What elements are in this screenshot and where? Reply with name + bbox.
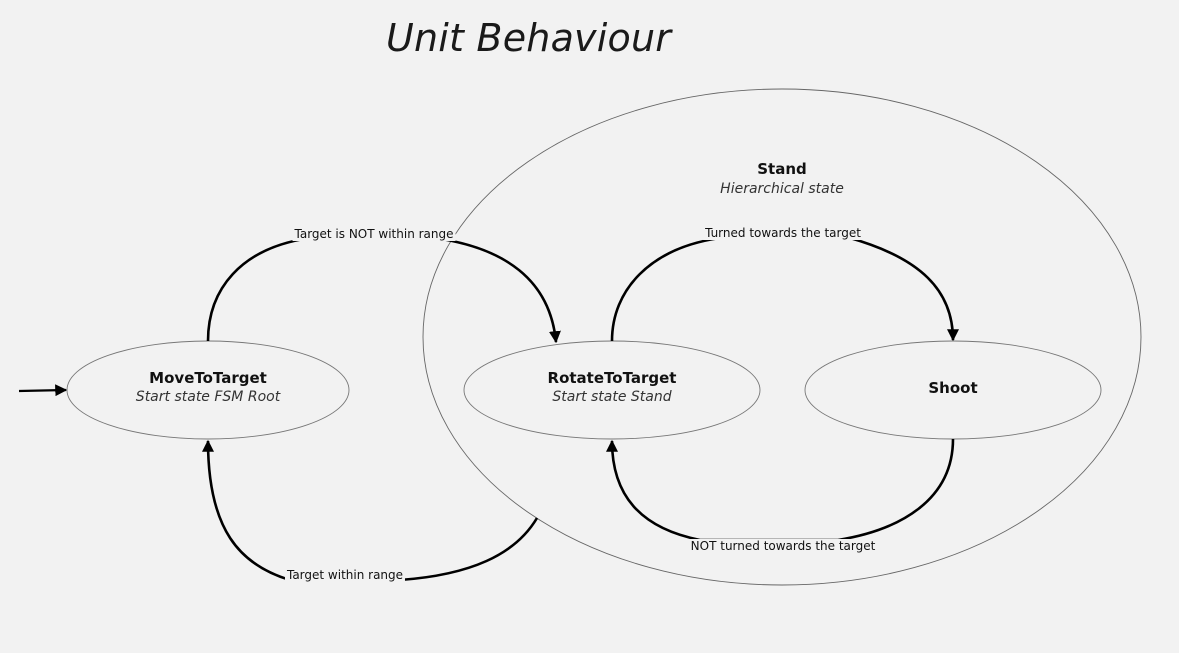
rotate-to-target-state-name: RotateToTarget xyxy=(547,369,677,387)
transition-move-to-rotate-label: Target is NOT within range xyxy=(292,227,456,241)
transition-stand-to-move-label: Target within range xyxy=(284,568,406,582)
transition-shoot-to-rotate-arrow[interactable] xyxy=(606,438,955,542)
move-to-target-state-subtitle: Start state FSM Root xyxy=(135,389,281,405)
transition-rotate-to-shoot-arrow[interactable] xyxy=(610,236,959,342)
rotate-to-target-state-subtitle: Start state Stand xyxy=(552,389,672,405)
stand-state-subtitle: Hierarchical state xyxy=(720,181,844,197)
transition-move-to-rotate-arrow[interactable] xyxy=(206,236,561,344)
shoot-state-name: Shoot xyxy=(928,379,978,397)
transition-stand-to-move-arrow[interactable] xyxy=(202,439,539,582)
initial-state-arrow xyxy=(18,384,68,397)
transition-rotate-to-shoot-label: Turned towards the target xyxy=(703,226,863,240)
diagram-title: Unit Behaviour xyxy=(386,16,672,60)
transition-shoot-to-rotate-label: NOT turned towards the target xyxy=(688,539,878,553)
stand-state-ellipse[interactable] xyxy=(422,88,1142,586)
move-to-target-state-name: MoveToTarget xyxy=(149,369,267,387)
stand-state-name: Stand xyxy=(757,160,807,178)
